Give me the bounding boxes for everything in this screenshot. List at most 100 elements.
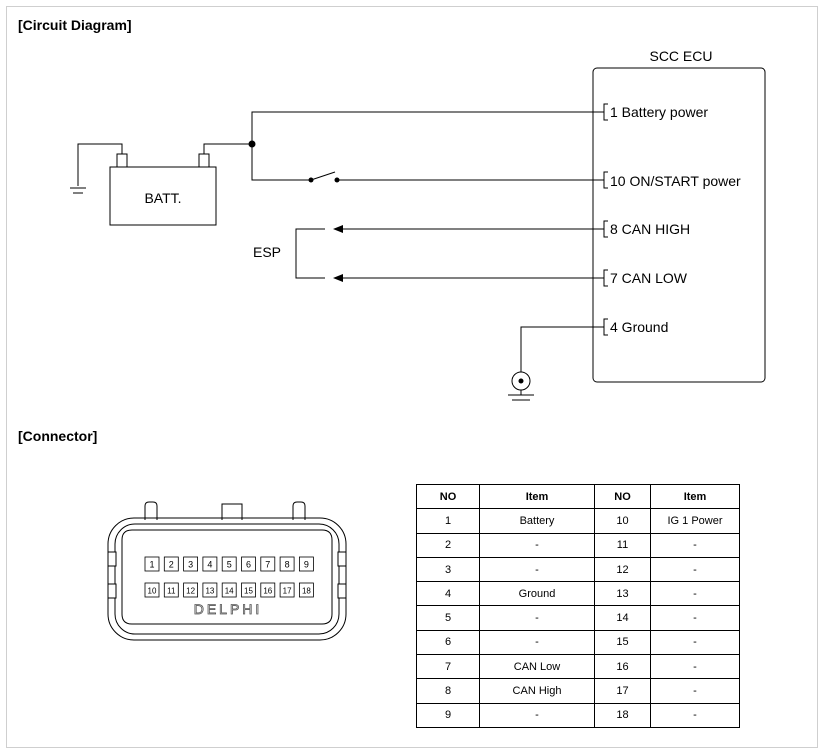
table-cell: CAN Low bbox=[479, 654, 595, 680]
table-cell: 11 bbox=[594, 532, 651, 558]
pin-1: 1 Battery power bbox=[603, 103, 708, 121]
connector-pin-row-2: 10 11 12 13 14 15 16 17 18 bbox=[144, 582, 314, 598]
table-cell: 7 bbox=[416, 654, 480, 680]
connector-pin-number: 16 bbox=[263, 587, 272, 596]
esp-bracket bbox=[295, 228, 325, 279]
pin-4: 4 Ground bbox=[603, 318, 668, 336]
connector-pin-number: 3 bbox=[188, 560, 193, 570]
connector-pin-number: 9 bbox=[304, 560, 309, 570]
table-cell: IG 1 Power bbox=[650, 508, 740, 534]
connector-pin-number: 4 bbox=[207, 560, 212, 570]
ground-wire bbox=[77, 143, 123, 186]
pin-7: 7 CAN LOW bbox=[603, 269, 688, 287]
battery-positive-wire bbox=[203, 143, 252, 154]
battery-power-wire bbox=[251, 111, 604, 144]
connector-pin: 2 bbox=[163, 556, 179, 572]
table-cell: 14 bbox=[594, 605, 651, 631]
esp-label: ESP bbox=[253, 244, 281, 260]
table-cell: - bbox=[479, 702, 595, 728]
connector-pin: 14 bbox=[221, 582, 237, 598]
table-cell: - bbox=[479, 556, 595, 583]
document-frame bbox=[6, 6, 818, 748]
table-cell: 12 bbox=[594, 556, 651, 583]
connector-pin: 12 bbox=[183, 582, 199, 598]
connector-pin: 8 bbox=[279, 556, 295, 572]
connector-pin: 3 bbox=[183, 556, 199, 572]
table-cell: 13 bbox=[594, 581, 651, 607]
ignition-wire bbox=[251, 144, 309, 181]
ecu-title: SCC ECU bbox=[649, 48, 712, 64]
table-cell: - bbox=[479, 532, 595, 558]
connector-pin: 1 bbox=[144, 556, 160, 572]
battery bbox=[109, 166, 217, 226]
connector-pin-number: 10 bbox=[148, 587, 157, 596]
connector-pin: 10 bbox=[144, 582, 160, 598]
connector-pin-number: 17 bbox=[283, 587, 292, 596]
pin-label: 1 Battery power bbox=[610, 104, 708, 120]
connector-pin: 16 bbox=[260, 582, 276, 598]
connector-pin-number: 15 bbox=[244, 587, 253, 596]
table-cell: 6 bbox=[416, 629, 480, 656]
connector-pin: 15 bbox=[241, 582, 256, 598]
connector-pin: 13 bbox=[202, 582, 218, 598]
column-header: NO bbox=[594, 483, 651, 510]
table-row: 5-14- bbox=[416, 605, 740, 631]
connector-pin-number: 13 bbox=[205, 587, 214, 596]
ecu-ground-wire bbox=[520, 326, 604, 372]
battery-terminal bbox=[116, 153, 128, 168]
table-cell: - bbox=[650, 678, 740, 704]
connector-pin-number: 6 bbox=[246, 560, 251, 570]
pin-label: 7 CAN LOW bbox=[610, 270, 688, 286]
connector-pin: 9 bbox=[298, 556, 314, 572]
arrow-left-icon bbox=[333, 225, 343, 233]
connector-pin-number: 12 bbox=[186, 587, 195, 596]
table-cell: 4 bbox=[416, 581, 480, 607]
connector-pin-number: 18 bbox=[302, 587, 311, 596]
table-cell: - bbox=[650, 532, 740, 558]
table-cell: 8 bbox=[416, 678, 480, 704]
table-header-row: NO Item NO Item bbox=[416, 483, 740, 510]
pin-label: 8 CAN HIGH bbox=[610, 221, 690, 237]
circuit-diagram-heading: [Circuit Diagram] bbox=[18, 17, 132, 33]
connector-heading: [Connector] bbox=[18, 428, 98, 444]
table-cell: - bbox=[650, 605, 740, 631]
table-cell: 16 bbox=[594, 654, 651, 680]
column-header: Item bbox=[479, 483, 595, 510]
table-cell: - bbox=[650, 702, 740, 728]
connector-pin-number: 8 bbox=[285, 560, 290, 570]
connector-pin: 5 bbox=[221, 556, 237, 572]
pin-label: 10 ON/START power bbox=[610, 173, 741, 189]
arrow-left-icon bbox=[333, 274, 343, 282]
connector-pin: 17 bbox=[279, 582, 295, 598]
ignition-switch-icon bbox=[308, 171, 340, 183]
connector-brand: DELPHI bbox=[194, 601, 263, 617]
table-cell: - bbox=[479, 629, 595, 656]
table-cell: 9 bbox=[416, 702, 480, 728]
table-row: 6-15- bbox=[416, 629, 740, 656]
battery-label: BATT. bbox=[144, 190, 181, 206]
table-cell: Battery bbox=[479, 508, 595, 534]
connector-pin: 6 bbox=[241, 556, 256, 572]
connector-pin: 11 bbox=[163, 582, 179, 598]
table-cell: - bbox=[479, 605, 595, 631]
table-cell: CAN High bbox=[479, 678, 595, 704]
table-row: 2-11- bbox=[416, 532, 740, 558]
battery-terminal bbox=[198, 153, 210, 168]
table-cell: 18 bbox=[594, 702, 651, 728]
ground-icon bbox=[508, 371, 534, 401]
connector-pin: 18 bbox=[298, 582, 314, 598]
connector-pin: 7 bbox=[260, 556, 276, 572]
connector-pin-number: 2 bbox=[169, 560, 174, 570]
pin-label: 4 Ground bbox=[610, 319, 668, 335]
connector-pin-number: 5 bbox=[227, 560, 232, 570]
pin-10: 10 ON/START power bbox=[603, 171, 741, 189]
table-cell: - bbox=[650, 629, 740, 656]
table-cell: - bbox=[650, 654, 740, 680]
table-cell: - bbox=[650, 581, 740, 607]
